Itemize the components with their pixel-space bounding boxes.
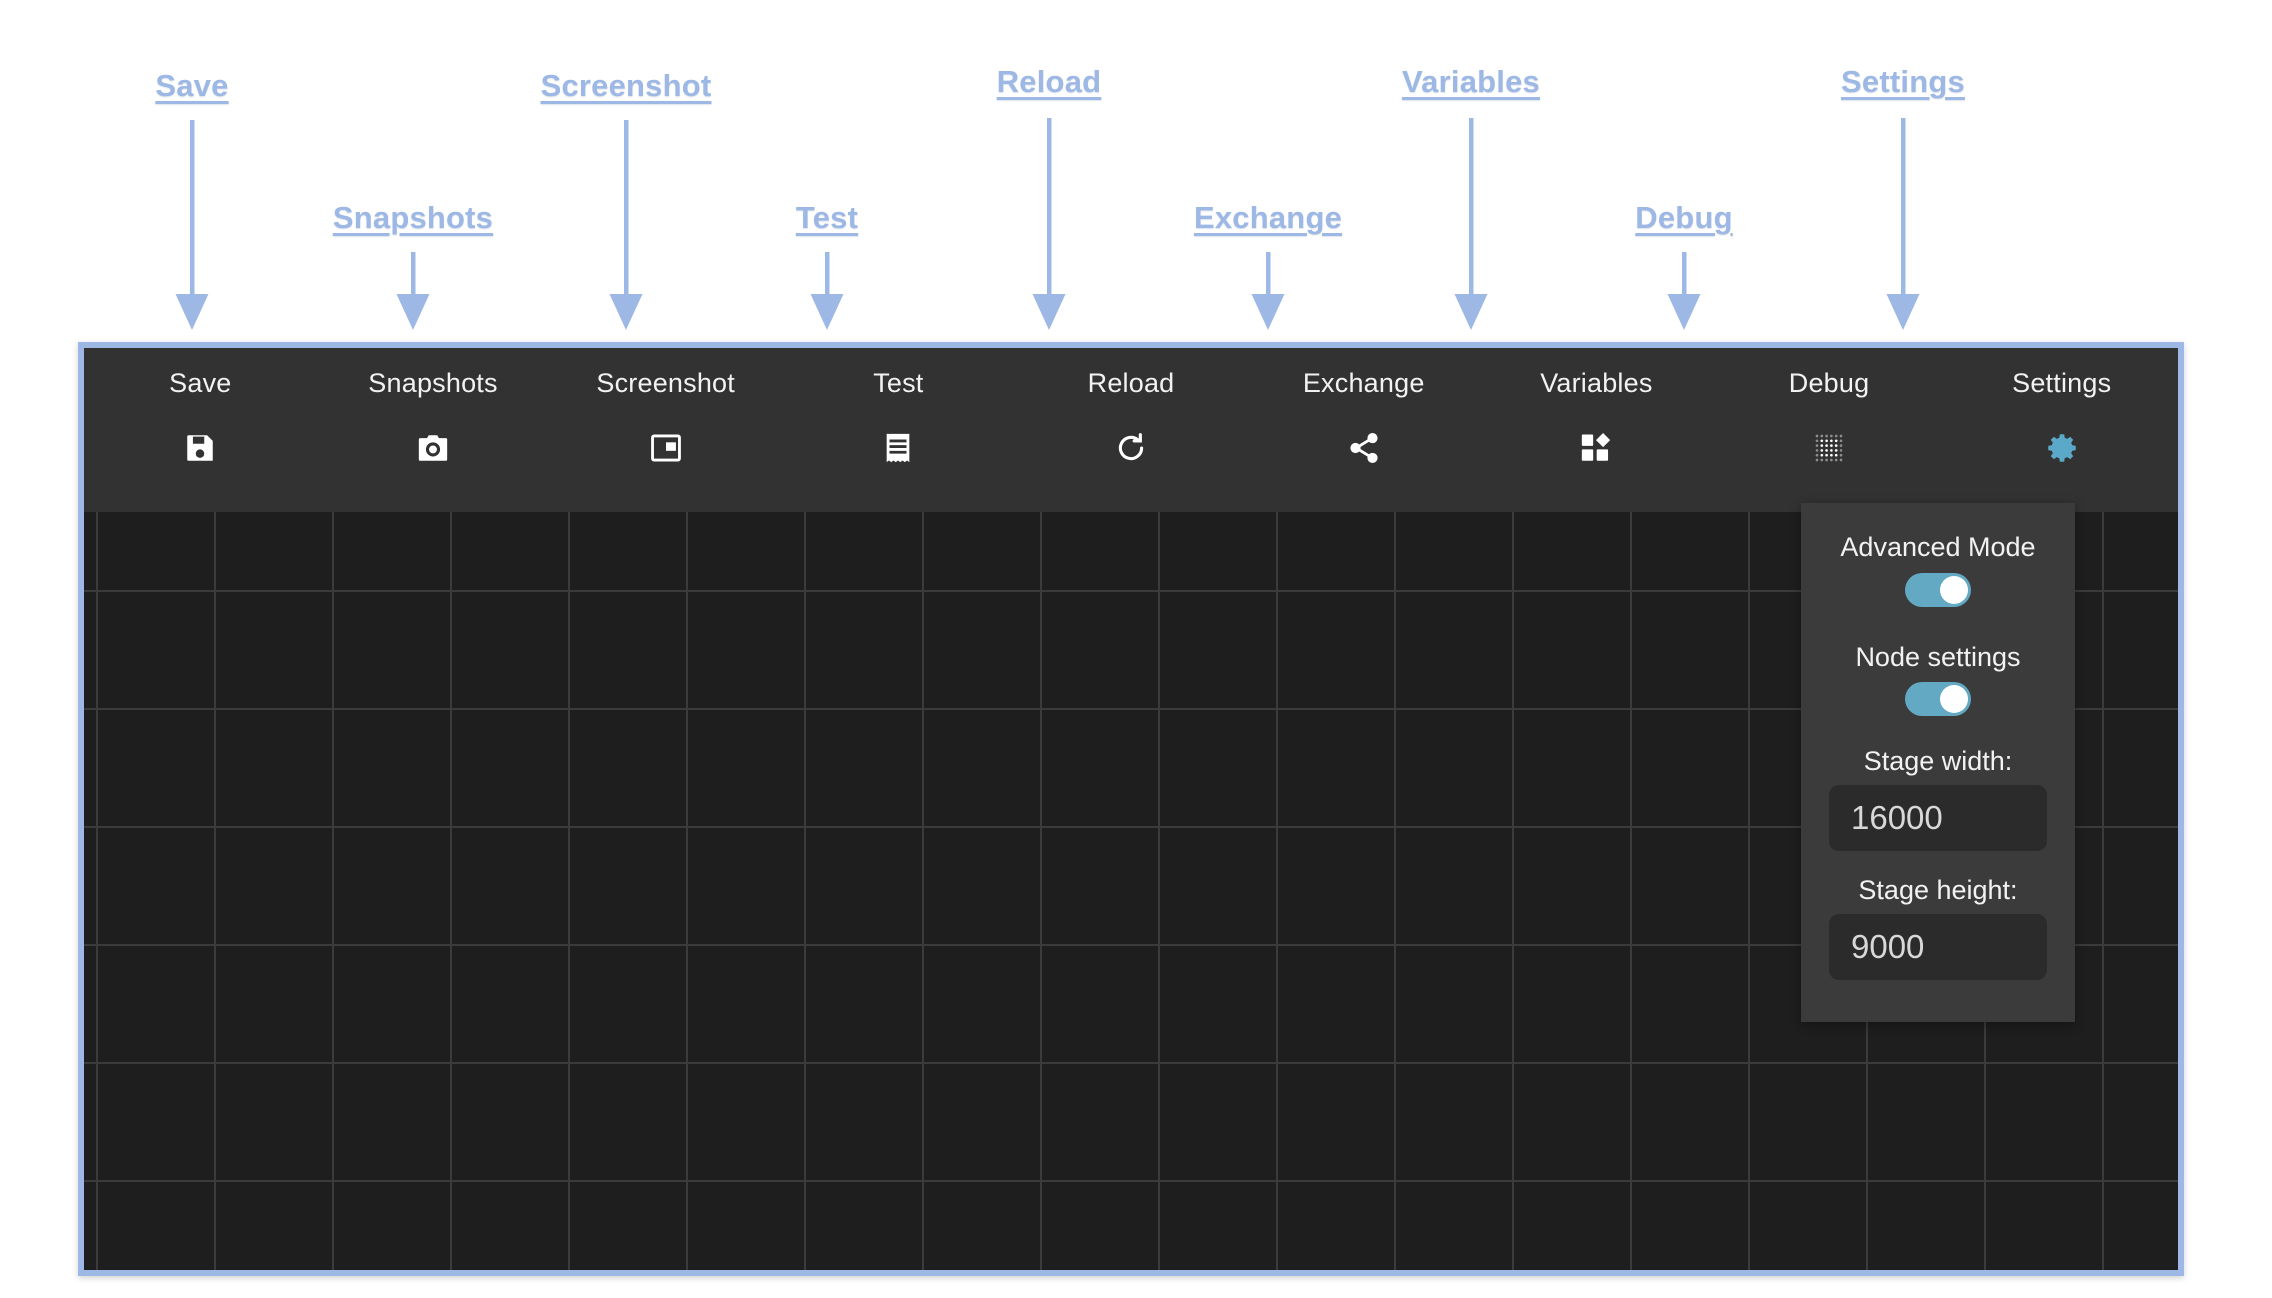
- toolbar-item-label: Test: [873, 368, 924, 398]
- share-nodes-icon[interactable]: [1345, 429, 1383, 467]
- receipt-list-icon[interactable]: [879, 429, 917, 467]
- stage-width-input[interactable]: 16000: [1829, 785, 2047, 852]
- node-settings-row: Node settings: [1801, 629, 2075, 739]
- toolbar-item-test[interactable]: Test: [782, 348, 1015, 467]
- callout-arrow-down-icon: [1454, 118, 1488, 330]
- callout-reload: Reload: [996, 64, 1102, 99]
- dot-grid-icon[interactable]: [1810, 429, 1848, 467]
- advanced-mode-toggle[interactable]: [1905, 572, 1971, 607]
- callout-label: Variables: [1402, 64, 1540, 99]
- callout-screenshot: Screenshot: [540, 68, 712, 103]
- camera-icon[interactable]: [414, 429, 452, 467]
- callout-arrow-down-icon: [1032, 118, 1066, 330]
- callout-test: Test: [795, 200, 859, 235]
- callout-exchange: Exchange: [1193, 200, 1343, 235]
- stage-width-row: Stage width: 16000: [1801, 738, 2075, 867]
- toolbar-item-exchange[interactable]: Exchange: [1247, 348, 1480, 467]
- callout-label: Screenshot: [540, 68, 712, 103]
- callout-label: Debug: [1635, 200, 1733, 235]
- callout-settings: Settings: [1841, 64, 1965, 99]
- toggle-knob: [1940, 685, 1968, 714]
- toolbar-item-label: Settings: [2012, 368, 2112, 398]
- toolbar-item-label: Snapshots: [368, 368, 498, 398]
- toolbar-item-label: Debug: [1788, 368, 1870, 398]
- floppy-disk-icon[interactable]: [181, 429, 219, 467]
- callout-label: Exchange: [1193, 200, 1343, 235]
- toolbar-item-debug[interactable]: Debug: [1713, 348, 1946, 467]
- toolbar-item-screenshot[interactable]: Screenshot: [549, 348, 782, 467]
- toolbar-item-label: Screenshot: [596, 368, 735, 398]
- callout-label: Reload: [996, 64, 1102, 99]
- callout-save: Save: [155, 68, 229, 103]
- toolbar-item-save[interactable]: Save: [84, 348, 317, 467]
- stage-height-row: Stage height: 9000: [1801, 867, 2075, 996]
- callout-label: Save: [155, 68, 229, 103]
- callout-label: Snapshots: [332, 200, 494, 235]
- callout-snapshots: Snapshots: [332, 200, 494, 235]
- stage-height-label: Stage height:: [1858, 875, 2018, 906]
- callout-arrow-down-icon: [1667, 252, 1701, 330]
- toolbar-item-label: Reload: [1087, 368, 1175, 398]
- dashboard-icon[interactable]: [1577, 429, 1615, 467]
- refresh-icon[interactable]: [1112, 429, 1150, 467]
- callout-arrow-down-icon: [810, 252, 844, 330]
- toolbar-item-label: Save: [169, 368, 232, 398]
- callout-arrow-down-icon: [175, 120, 209, 330]
- settings-dropdown-panel: Advanced Mode Node settings Stage width:…: [1801, 503, 2075, 1023]
- gear-icon[interactable]: [2043, 429, 2081, 467]
- toolbar-item-snapshots[interactable]: Snapshots: [317, 348, 550, 467]
- app-window: Save Snapshots Screenshot Test Reload Exchang…: [78, 342, 2184, 1276]
- toggle-knob: [1940, 575, 1968, 604]
- stage-height-input[interactable]: 9000: [1829, 914, 2047, 981]
- toolbar-item-label: Variables: [1540, 368, 1653, 398]
- callout-arrow-down-icon: [396, 252, 430, 330]
- toolbar-item-label: Exchange: [1302, 368, 1425, 398]
- node-settings-toggle[interactable]: [1905, 682, 1971, 717]
- callout-arrow-down-icon: [1251, 252, 1285, 330]
- toolbar-item-variables[interactable]: Variables: [1480, 348, 1713, 467]
- callout-label: Test: [795, 200, 859, 235]
- callout-arrow-down-icon: [1886, 118, 1920, 330]
- advanced-mode-row: Advanced Mode: [1801, 519, 2075, 629]
- picture-frame-icon[interactable]: [647, 429, 685, 467]
- toolbar: Save Snapshots Screenshot Test Reload Exchang…: [84, 348, 2178, 512]
- callout-debug: Debug: [1635, 200, 1733, 235]
- callout-variables: Variables: [1402, 64, 1540, 99]
- toolbar-item-settings[interactable]: Settings: [1945, 348, 2178, 467]
- node-settings-label: Node settings: [1855, 641, 2021, 672]
- callout-arrow-down-icon: [609, 120, 643, 330]
- stage-width-label: Stage width:: [1863, 746, 2013, 777]
- advanced-mode-label: Advanced Mode: [1840, 532, 2036, 562]
- callout-label: Settings: [1841, 64, 1965, 99]
- toolbar-item-reload[interactable]: Reload: [1015, 348, 1248, 467]
